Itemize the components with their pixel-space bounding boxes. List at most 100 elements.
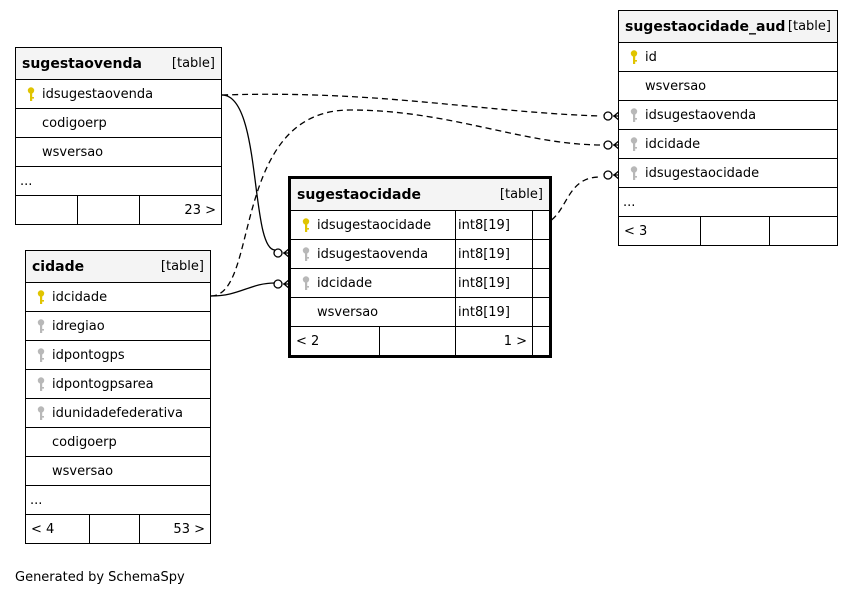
more-columns-row: ... bbox=[16, 167, 221, 196]
footer-parents: < 3 bbox=[619, 217, 701, 245]
primary-key-icon bbox=[299, 217, 313, 233]
column-name: idsugestaocidade bbox=[645, 165, 760, 181]
table-header: sugestaocidade_aud [table] bbox=[619, 11, 837, 43]
table-header: sugestaocidade [table] bbox=[291, 179, 549, 211]
column-row[interactable]: idregiao bbox=[26, 312, 210, 341]
table-header: cidade [table] bbox=[26, 251, 210, 283]
edge-sugestaovenda-sugestaocidade bbox=[221, 94, 276, 251]
column-name: wsversao bbox=[645, 78, 707, 94]
column-row[interactable]: idsugestaovenda int8[19] bbox=[291, 240, 549, 269]
more-columns-indicator: ... bbox=[20, 173, 33, 189]
footer-children: 53 > bbox=[173, 521, 205, 537]
column-row[interactable]: idsugestaovenda bbox=[16, 80, 221, 109]
column-name: wsversao bbox=[52, 463, 114, 479]
foreign-key-icon bbox=[627, 107, 641, 123]
column-row[interactable]: idpontogps bbox=[26, 341, 210, 370]
footer-middle bbox=[380, 327, 456, 355]
column-row[interactable]: codigoerp bbox=[26, 428, 210, 457]
column-name: idsugestaovenda bbox=[645, 107, 757, 123]
foreign-key-icon bbox=[34, 347, 48, 363]
primary-key-icon bbox=[24, 86, 38, 102]
column-type: int8[19] bbox=[455, 298, 533, 326]
table-sugestaocidade-aud[interactable]: sugestaocidade_aud [table] id wsversao ids… bbox=[618, 10, 838, 246]
column-name: wsversao bbox=[42, 144, 104, 160]
foreign-key-icon bbox=[299, 246, 313, 262]
foreign-key-icon bbox=[627, 136, 641, 152]
column-name: idunidadefederativa bbox=[52, 405, 183, 421]
column-name: idcidade bbox=[645, 136, 701, 152]
foreign-key-icon bbox=[34, 318, 48, 334]
column-row[interactable]: idsugestaovenda bbox=[619, 101, 837, 130]
column-row[interactable]: idcidade bbox=[619, 130, 837, 159]
column-row[interactable]: wsversao bbox=[16, 138, 221, 167]
column-row[interactable]: wsversao bbox=[26, 457, 210, 486]
footer-parents: < 2 bbox=[291, 327, 380, 355]
footer-parents bbox=[16, 196, 78, 224]
table-name: sugestaocidade bbox=[297, 186, 421, 203]
footer-middle bbox=[90, 515, 140, 543]
column-name: idcidade bbox=[317, 275, 373, 291]
column-name: codigoerp bbox=[52, 434, 117, 450]
column-row[interactable]: wsversao bbox=[619, 72, 837, 101]
table-kind: [table] bbox=[787, 19, 831, 34]
table-header: sugestaovenda [table] bbox=[16, 48, 221, 80]
footer-children bbox=[770, 217, 837, 245]
table-footer: < 4 53 > bbox=[26, 515, 210, 543]
column-row[interactable]: idcidade bbox=[26, 283, 210, 312]
edge-cidade-aud bbox=[210, 109, 601, 297]
footer-parents: < 4 bbox=[26, 515, 90, 543]
more-columns-indicator: ... bbox=[30, 492, 43, 508]
table-kind: [table] bbox=[171, 56, 215, 71]
primary-key-icon bbox=[627, 49, 641, 65]
column-name: idpontogpsarea bbox=[52, 376, 154, 392]
foreign-key-icon bbox=[299, 275, 313, 291]
column-row[interactable]: idpontogpsarea bbox=[26, 370, 210, 399]
column-list: id wsversao idsugestaovenda idcidade idsuges… bbox=[619, 43, 837, 217]
more-columns-row: ... bbox=[26, 486, 210, 515]
crowfoot-aud-idsugestaovenda bbox=[603, 110, 621, 122]
column-name: codigoerp bbox=[42, 115, 107, 131]
table-footer: 23 > bbox=[16, 196, 221, 224]
foreign-key-icon bbox=[34, 405, 48, 421]
table-footer: < 2 1 > bbox=[291, 327, 549, 355]
column-name: idsugestaovenda bbox=[317, 246, 429, 262]
table-name: sugestaocidade_aud bbox=[625, 18, 786, 35]
table-name: cidade bbox=[32, 258, 85, 275]
column-type: int8[19] bbox=[455, 211, 533, 239]
column-row[interactable]: id bbox=[619, 43, 837, 72]
column-name: idcidade bbox=[52, 289, 108, 305]
column-name: idsugestaocidade bbox=[317, 217, 432, 233]
column-type: int8[19] bbox=[455, 269, 533, 297]
column-row[interactable]: idsugestaocidade int8[19] bbox=[291, 211, 549, 240]
footer-middle bbox=[701, 217, 770, 245]
table-kind: [table] bbox=[499, 187, 543, 202]
more-columns-row: ... bbox=[619, 188, 837, 217]
column-row[interactable]: codigoerp bbox=[16, 109, 221, 138]
column-type: int8[19] bbox=[455, 240, 533, 268]
footer-children: 23 > bbox=[184, 202, 216, 218]
column-list: idsugestaovenda codigoerp wsversao... bbox=[16, 80, 221, 196]
column-row[interactable]: idsugestaocidade bbox=[619, 159, 837, 188]
edge-sugestaovenda-aud bbox=[221, 93, 601, 117]
column-row[interactable]: idunidadefederativa bbox=[26, 399, 210, 428]
generated-by-label: Generated by SchemaSpy bbox=[15, 570, 185, 585]
table-kind: [table] bbox=[160, 259, 204, 274]
more-columns-indicator: ... bbox=[623, 194, 636, 210]
column-name: id bbox=[645, 49, 657, 65]
column-row[interactable]: idcidade int8[19] bbox=[291, 269, 549, 298]
table-name: sugestaovenda bbox=[22, 55, 142, 72]
footer-children: 1 > bbox=[456, 327, 533, 355]
primary-key-icon bbox=[34, 289, 48, 305]
table-sugestaovenda[interactable]: sugestaovenda [table] idsugestaovenda cod… bbox=[15, 47, 222, 225]
footer-middle bbox=[78, 196, 140, 224]
crowfoot-aud-idsugestaocidade bbox=[603, 169, 621, 181]
foreign-key-icon bbox=[627, 165, 641, 181]
column-name: idsugestaovenda bbox=[42, 86, 154, 102]
edge-cidade-sugestaocidade bbox=[210, 282, 276, 297]
foreign-key-icon bbox=[34, 376, 48, 392]
